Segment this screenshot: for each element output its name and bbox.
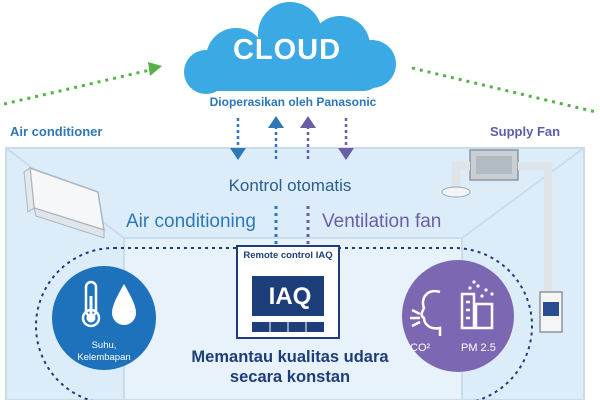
co2-label: CO² (410, 342, 431, 354)
supply-fan-icon (441, 149, 552, 292)
left-green-arrowhead (148, 62, 162, 76)
air-conditioner-label: Air conditioner (10, 124, 103, 139)
ventilation-fan-label: Ventilation fan (322, 211, 442, 232)
kontrol-otomatis-label: Kontrol otomatis (228, 176, 352, 195)
air-conditioner-icon (23, 166, 105, 239)
cloud-shape (184, 2, 396, 94)
thermometer-icon (81, 280, 101, 328)
particle-dots-icon (468, 280, 494, 298)
iaq-display-text: IAQ (268, 283, 312, 310)
arrow-down-blue-head (230, 148, 246, 160)
cloud-title: CLOUD (232, 34, 342, 66)
arrow-up-blue-head (268, 116, 284, 128)
arrow-down-purple-head (338, 148, 354, 160)
cloud-arrows (230, 116, 354, 160)
cloud-subtitle: Dioperasikan oleh Panasonic (209, 95, 377, 109)
monitoring-line-2: secara konstan (229, 368, 351, 386)
left-green-link (3, 68, 151, 106)
co2-pm-circle (402, 260, 514, 372)
pm25-label: PM 2.5 (461, 342, 496, 354)
temp-humidity-label: Suhu, Kelembapan (77, 340, 131, 363)
water-drop-icon (112, 284, 136, 325)
green-dotted-links (3, 62, 597, 114)
air-conditioning-label: Air conditioning (126, 211, 256, 232)
monitoring-line-1: Memantau kualitas udara (191, 348, 389, 366)
supply-fan-label: Supply Fan (490, 124, 561, 139)
factory-buildings-icon (460, 292, 494, 330)
arrow-up-purple-head (300, 116, 316, 128)
temp-humidity-circle (52, 266, 156, 370)
right-green-link (411, 66, 597, 114)
monitoring-caption: Memantau kualitas udara secara konstan (140, 347, 440, 387)
breathing-face-icon (410, 289, 442, 336)
iaq-remote-control (236, 245, 340, 339)
wall-iaq-controller-icon (539, 291, 563, 333)
room-edge-tr (461, 147, 585, 239)
remote-control-title: Remote control IAQ (243, 250, 333, 261)
